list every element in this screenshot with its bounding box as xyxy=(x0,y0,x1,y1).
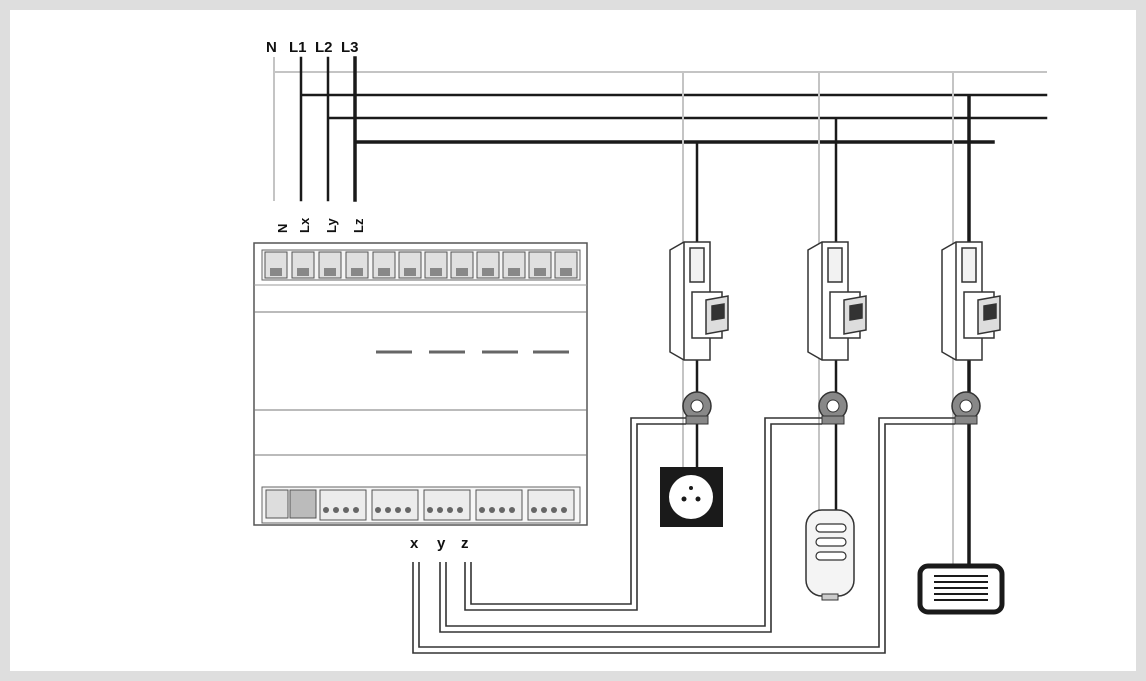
sensor-label-y: y xyxy=(437,535,446,552)
top-terminal-strip xyxy=(261,249,581,281)
sensor-label-x: x xyxy=(410,535,419,552)
current-sensor-1 xyxy=(682,391,712,425)
neutral-line xyxy=(273,57,1047,201)
water-heater-icon xyxy=(805,509,855,601)
l2-line xyxy=(326,56,1048,202)
current-sensor-3 xyxy=(951,391,981,425)
l3-line xyxy=(353,56,995,202)
sensor-wires xyxy=(412,417,955,654)
module-label-lx: Lx xyxy=(297,217,312,233)
current-sensor-2 xyxy=(818,391,848,425)
radiator-icon xyxy=(917,563,1005,615)
bottom-terminal-strip xyxy=(261,486,581,524)
l1-line xyxy=(299,56,1048,202)
bus-label-l1: L1 xyxy=(289,39,307,56)
bus-label-l3: L3 xyxy=(341,39,359,56)
circuit-breaker-2 xyxy=(807,241,867,361)
bus-label-l2: L2 xyxy=(315,39,333,56)
module-label-lz: Lz xyxy=(351,218,366,233)
module-label-ly: Ly xyxy=(324,218,339,233)
circuit-breaker-3 xyxy=(941,241,1001,361)
socket-outlet-icon xyxy=(660,467,723,527)
module-label-n: N xyxy=(275,224,290,233)
bus-lines xyxy=(273,56,1048,202)
circuit-breaker-1 xyxy=(669,241,729,361)
metering-module xyxy=(253,242,588,526)
sensor-label-z: z xyxy=(461,535,469,552)
bus-label-n: N xyxy=(266,39,277,56)
